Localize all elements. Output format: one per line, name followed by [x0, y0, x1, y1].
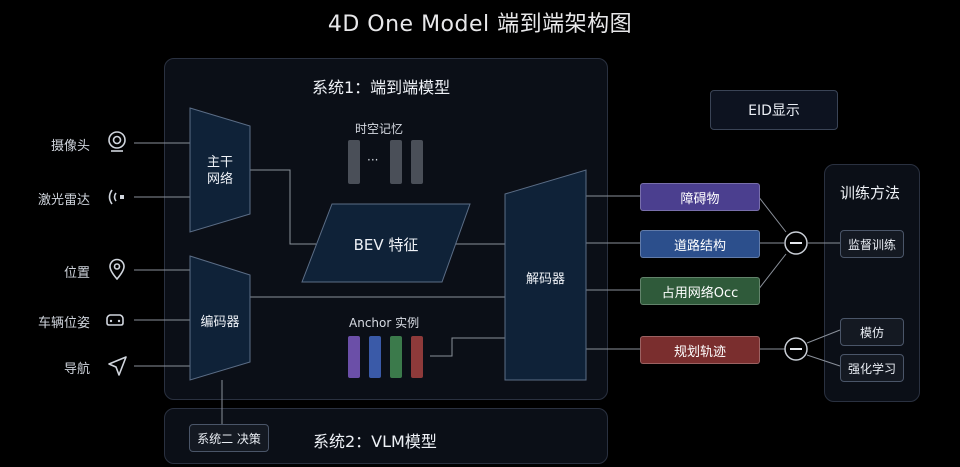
decoder-shape [504, 169, 587, 381]
training-imitation: 模仿 [840, 318, 904, 346]
lidar-icon [108, 189, 124, 205]
anchor-bar [411, 336, 423, 378]
navigation-arrow-icon [108, 356, 127, 376]
training-title: 训练方法 [840, 184, 901, 202]
output-road-structure: 道路结构 [640, 230, 760, 258]
input-label-lidar: 激光雷达 [37, 193, 90, 208]
backbone-shape [189, 107, 251, 233]
input-label-location: 位置 [63, 266, 90, 281]
anchor-bar [390, 336, 402, 378]
anchor-label: Anchor 实例 [349, 316, 420, 330]
encoder-shape [189, 255, 251, 381]
location-pin-icon [109, 258, 125, 280]
page-title: 4D One Model 端到端架构图 [327, 12, 633, 37]
memory-bar [348, 140, 360, 184]
memory-bar [390, 140, 402, 184]
backbone-label: 主干 网络 [190, 154, 250, 188]
system2-decision-box: 系统二 决策 [189, 424, 269, 452]
bev-shape [301, 203, 471, 283]
output-planning-trajectory: 规划轨迹 [640, 336, 760, 364]
backbone-label-text: 主干 网络 [206, 155, 233, 187]
output-obstacle: 障碍物 [640, 183, 760, 211]
training-reinforcement: 强化学习 [840, 354, 904, 382]
output-occupancy: 占用网络Occ [640, 277, 760, 305]
minus-icon-1 [784, 231, 808, 255]
input-label-navigation: 导航 [63, 362, 90, 377]
system1-title: 系统1：端到端模型 [312, 78, 451, 97]
minus-icon-2 [784, 337, 808, 361]
car-icon [106, 314, 124, 326]
memory-label: 时空记忆 [355, 122, 404, 136]
bev-label: BEV 特征 [353, 236, 419, 254]
camera-icon [108, 131, 126, 152]
memory-ellipsis: ··· [367, 153, 379, 167]
training-supervised: 监督训练 [840, 230, 904, 258]
encoder-label: 编码器 [200, 315, 240, 330]
anchor-bar [369, 336, 381, 378]
eid-display-box: EID显示 [710, 90, 838, 130]
anchor-bar [348, 336, 360, 378]
decoder-label: 解码器 [525, 272, 565, 287]
system2-title: 系统2：VLM模型 [313, 432, 437, 451]
input-label-vehicle-pose: 车辆位姿 [37, 316, 90, 331]
input-label-camera: 摄像头 [50, 139, 90, 154]
system2-panel [164, 408, 608, 464]
memory-bar [411, 140, 423, 184]
